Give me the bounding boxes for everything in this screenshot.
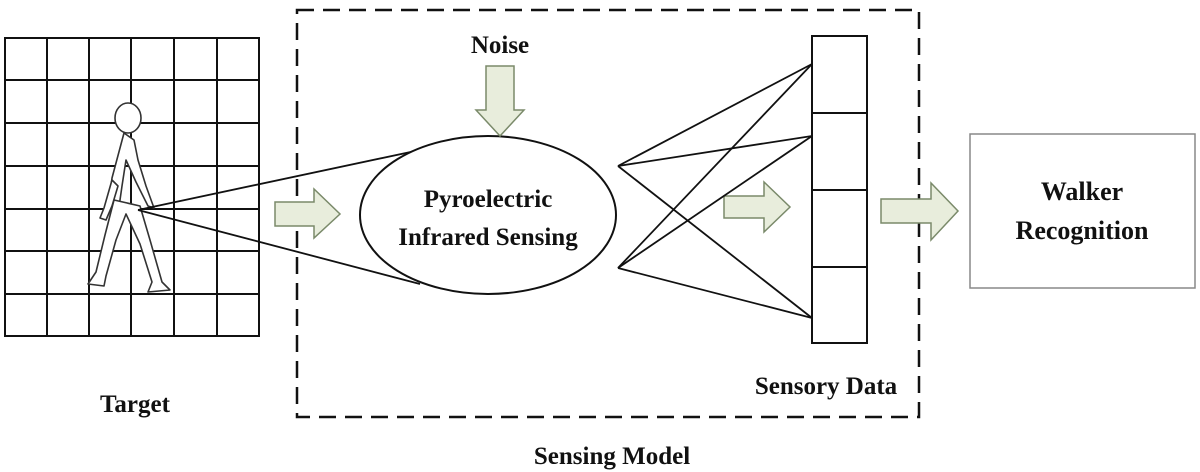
arrow-right-1-icon xyxy=(274,187,342,240)
target-label: Target xyxy=(100,391,171,418)
walker-recognition-box xyxy=(969,133,1196,289)
arrow-right-2-icon xyxy=(723,180,792,234)
arrow-right-3-icon xyxy=(880,181,960,242)
sensory-data-column xyxy=(811,35,868,344)
sensory-data-label: Sensory Data xyxy=(755,373,898,400)
sensing-label-line1: Pyroelectric xyxy=(424,186,553,213)
walking-person-icon xyxy=(87,102,171,293)
noise-label: Noise xyxy=(471,32,529,59)
walker-label-line1: Walker xyxy=(1041,177,1123,206)
sensing-model-label: Sensing Model xyxy=(534,443,690,470)
cone-line-bottom xyxy=(137,209,421,285)
noise-arrow-icon xyxy=(474,65,526,138)
sensor-connection-lines xyxy=(617,63,813,319)
walker-label-line2: Recognition xyxy=(1016,216,1149,245)
sensing-ellipse xyxy=(359,135,617,295)
target-grid xyxy=(4,37,260,337)
sensing-label-line2: Infrared Sensing xyxy=(398,224,578,251)
cone-line-top xyxy=(137,149,421,211)
